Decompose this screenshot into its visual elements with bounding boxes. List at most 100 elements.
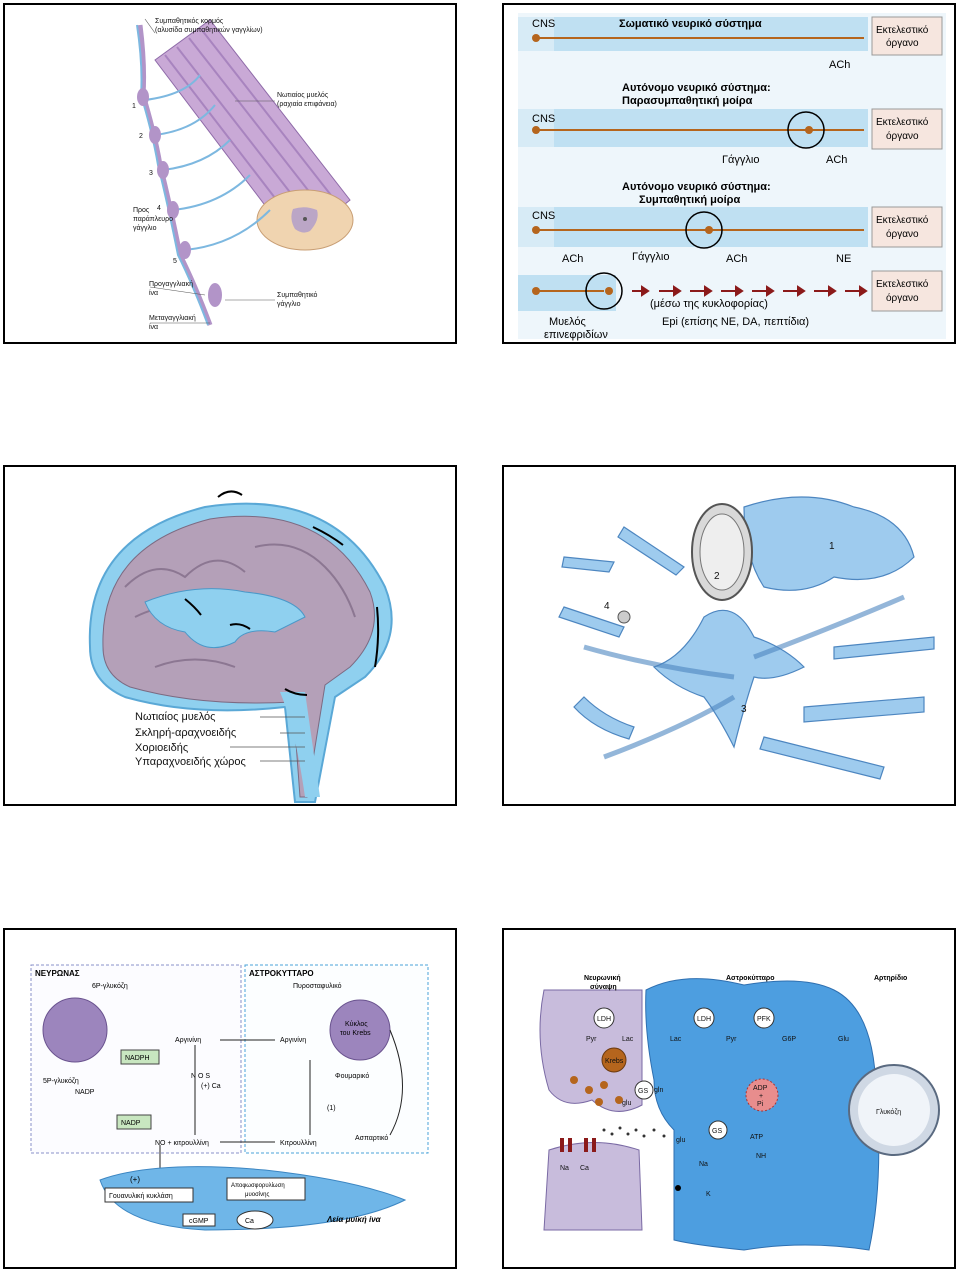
label-cgmp: cGMP (189, 1218, 209, 1225)
adrenal-label-2: επινεφριδίων (544, 329, 608, 341)
label-nadp-2: NADP (121, 1120, 141, 1127)
label-fumarate: Φουμαρικό (335, 1072, 369, 1080)
cns-label-1: CNS (532, 18, 555, 30)
cns-label-3: CNS (532, 210, 555, 222)
sympathetic-chain-illustration: Συμπαθητικός κορμός (αλυσίδα συμπαθητικώ… (132, 17, 354, 331)
label-nadp-1: NADP (75, 1089, 95, 1096)
label-aspartate: Ασπαρτικό (355, 1134, 388, 1142)
label-arteriole: Αρτηρίδιο (874, 975, 907, 982)
label-g6p: 6P-γλυκόζη (92, 982, 128, 990)
label-dephos-2: μυοσίνης (245, 1192, 269, 1198)
label-to-paravertebral-2: παράπλευρο (133, 215, 173, 223)
label-guanylyl: Γουανυλική κυκλάση (109, 1192, 173, 1200)
ganglion-label-1: Γάγγλιο (722, 154, 759, 166)
ach-label-1: ACh (829, 59, 850, 71)
label-preganglionic: Προγαγγλιακή (149, 281, 193, 288)
postsynaptic-terminal (543, 1142, 643, 1231)
label-g6p: G6P (782, 1036, 796, 1043)
label-adp: ADP (753, 1085, 768, 1092)
label-n4: 4 (157, 205, 161, 212)
label-krebs-2: του Krebs (340, 1030, 371, 1037)
astrocyte-box (244, 964, 429, 1154)
label-nadph: NADPH (125, 1055, 150, 1062)
label-spinal-cord: Νωτιαίος μυελός (277, 91, 329, 99)
ach-label-2: ACh (826, 154, 847, 166)
cns-label-2: CNS (532, 113, 555, 125)
label-gs-2: GS (712, 1128, 722, 1135)
label-pyr-2: Pyr (726, 1036, 737, 1043)
label-na-2: Na (699, 1161, 708, 1168)
effector-2a: Εκτελεστικό (876, 116, 929, 128)
label-one: (1) (327, 1105, 336, 1112)
brain-drawing (102, 515, 375, 798)
ganglion-label-2: Γάγγλιο (632, 251, 669, 263)
label-synapse-1: Νευρωνική (584, 975, 621, 982)
label-to-paravertebral: Προς (133, 207, 150, 214)
label-to-paravertebral-3: γάγγλιο (133, 224, 157, 232)
effector-2b: όργανο (886, 130, 919, 142)
label-atp: ATP (750, 1134, 763, 1141)
brain-csf-illustration: Νωτιαίος μυελός Σκληρή-αραχνοειδής Χοριο… (88, 490, 393, 803)
astrocyte-illustration: 1 2 3 4 (558, 496, 935, 780)
para-title-2: Παρασυμπαθητική μοίρα (622, 95, 753, 107)
effector-4b: όργανο (886, 292, 919, 304)
label-pfk: PFK (757, 1016, 771, 1023)
label-glu-minus: glu (676, 1137, 685, 1144)
ventricles (144, 588, 306, 649)
ne-label: NE (836, 253, 851, 265)
label-arginine-1: Αργινίνη (175, 1036, 201, 1044)
adp-circle (745, 1078, 779, 1112)
label-citrulline: Κιτρουλλίνη (280, 1139, 317, 1147)
slide-no-pathway: ΝΕΥΡΩΝΑΣ ΑΣΤΡΟΚΥΤΤΑΡΟ 6P-γλυκόζη 5P-γλυκ… (3, 928, 457, 1269)
label-pyr-1: Pyr (586, 1036, 597, 1043)
label-synapse-2: σύναψη (590, 984, 617, 991)
ldh-1-circle (593, 1007, 615, 1029)
somatic-title: Σωματικό νευρικό σύστημα (619, 18, 762, 30)
label-nh4: NH (756, 1153, 766, 1160)
label-2: 2 (714, 571, 720, 582)
label-ca2: Ca (245, 1218, 254, 1225)
label-ca: Ca (580, 1165, 589, 1172)
adrenal-circle (585, 272, 623, 310)
csf-flow-arrows (184, 490, 380, 696)
effector-1a: Εκτελεστικό (876, 24, 929, 36)
label-pi: Pi (757, 1101, 764, 1108)
label-plus: (+) (130, 1175, 140, 1184)
coupling-diagram: Νευρωνική σύναψη Αστροκύτταρο Αρτηρίδιο … (539, 975, 940, 1251)
slide-sympathetic-chain: Συμπαθητικός κορμός (αλυσίδα συμπαθητικώ… (3, 3, 457, 344)
label-no-citrulline: NO + κιτρουλλίνη (155, 1139, 209, 1147)
label-n1: 1 (132, 103, 136, 110)
astrocyte-body (645, 978, 880, 1251)
label-ldh-1: LDH (597, 1016, 611, 1023)
label-ca: (+) Ca (201, 1083, 221, 1090)
label-g5p: 5P-γλυκόζη (43, 1077, 79, 1085)
label-sympathetic-trunk: Συμπαθητικός κορμός (155, 17, 224, 25)
astro-title: ΑΣΤΡΟΚΥΤΤΑΡΟ (249, 969, 314, 978)
circulation-label: (μέσω της κυκλοφορίας) (650, 298, 768, 310)
label-glu-2: glu (622, 1100, 631, 1107)
slide-astrocyte: 1 2 3 4 (502, 465, 956, 806)
label-3: 3 (741, 704, 747, 715)
adrenal-label-1: Μυελός (549, 316, 586, 328)
label-lac-1: Lac (622, 1036, 634, 1043)
epi-label: Epi (επίσης NE, DA, πεπτίδια) (662, 316, 809, 328)
label-spinal-cord-sub: (ραχιαία επιφάνεια) (277, 100, 337, 108)
label-arginine-2: Αργινίνη (280, 1036, 306, 1044)
label-glu-1: Glu (838, 1036, 849, 1043)
spinal-cord-drawing (154, 19, 354, 251)
effector-1b: όργανο (886, 37, 919, 49)
label-4: 4 (604, 601, 610, 612)
label-lac-2: Lac (670, 1036, 682, 1043)
ppp-cycle (42, 997, 108, 1063)
slide-csf-brain: Νωτιαίος μυελός Σκληρή-αραχνοειδής Χοριο… (3, 465, 457, 806)
label-sympathetic-ganglion-2: γάγγλιο (277, 300, 301, 308)
label-preganglionic-2: ίνα (149, 289, 158, 297)
symp-title-2: Συμπαθητική μοίρα (639, 194, 740, 206)
krebs-circle (601, 1047, 627, 1073)
astrocyte-processes (558, 496, 935, 780)
ach-label-3: ACh (562, 253, 583, 265)
label-glucose: Γλυκόζη (876, 1108, 901, 1116)
label-na-1: Na (560, 1165, 569, 1172)
symp-title-1: Αυτόνομο νευρικό σύστημα: (622, 181, 771, 193)
label-subarachnoid: Υπαραχνοειδής χώρος (135, 756, 246, 768)
